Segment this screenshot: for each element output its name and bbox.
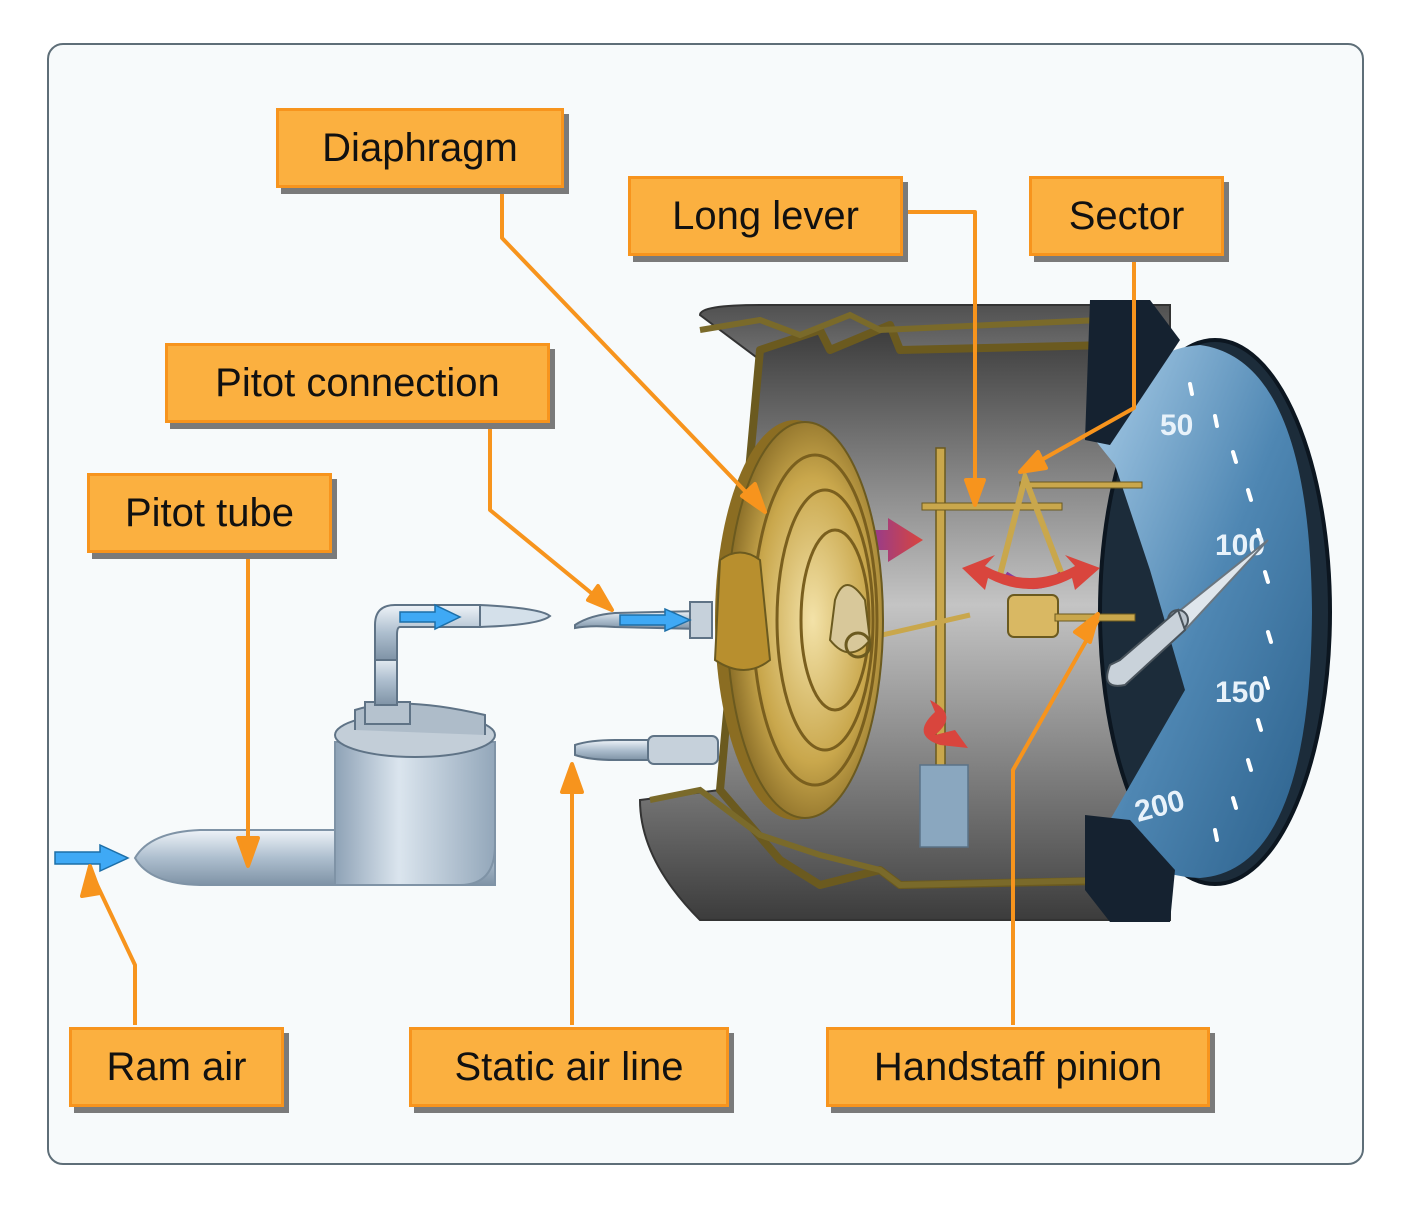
label-pitot-connection: Pitot connection	[165, 343, 550, 423]
dial: 50 100 150 200	[1085, 300, 1330, 922]
static-air-line-fitting	[575, 736, 718, 764]
label-long-lever: Long lever	[628, 176, 903, 256]
pitot-tube	[135, 605, 550, 885]
label-pitot-tube: Pitot tube	[87, 473, 332, 553]
label-handstaff-pinion: Handstaff pinion	[826, 1027, 1210, 1107]
label-static-air-line: Static air line	[409, 1027, 729, 1107]
label-sector: Sector	[1029, 176, 1224, 256]
dial-mark-150: 150	[1215, 676, 1265, 709]
dial-mark-50: 50	[1160, 409, 1193, 442]
label-ram-air: Ram air	[69, 1027, 284, 1107]
diaphragm	[715, 420, 883, 820]
label-diaphragm: Diaphragm	[276, 108, 564, 188]
leader-pitot-connection	[490, 424, 612, 610]
dial-mark-100: 100	[1215, 529, 1265, 562]
